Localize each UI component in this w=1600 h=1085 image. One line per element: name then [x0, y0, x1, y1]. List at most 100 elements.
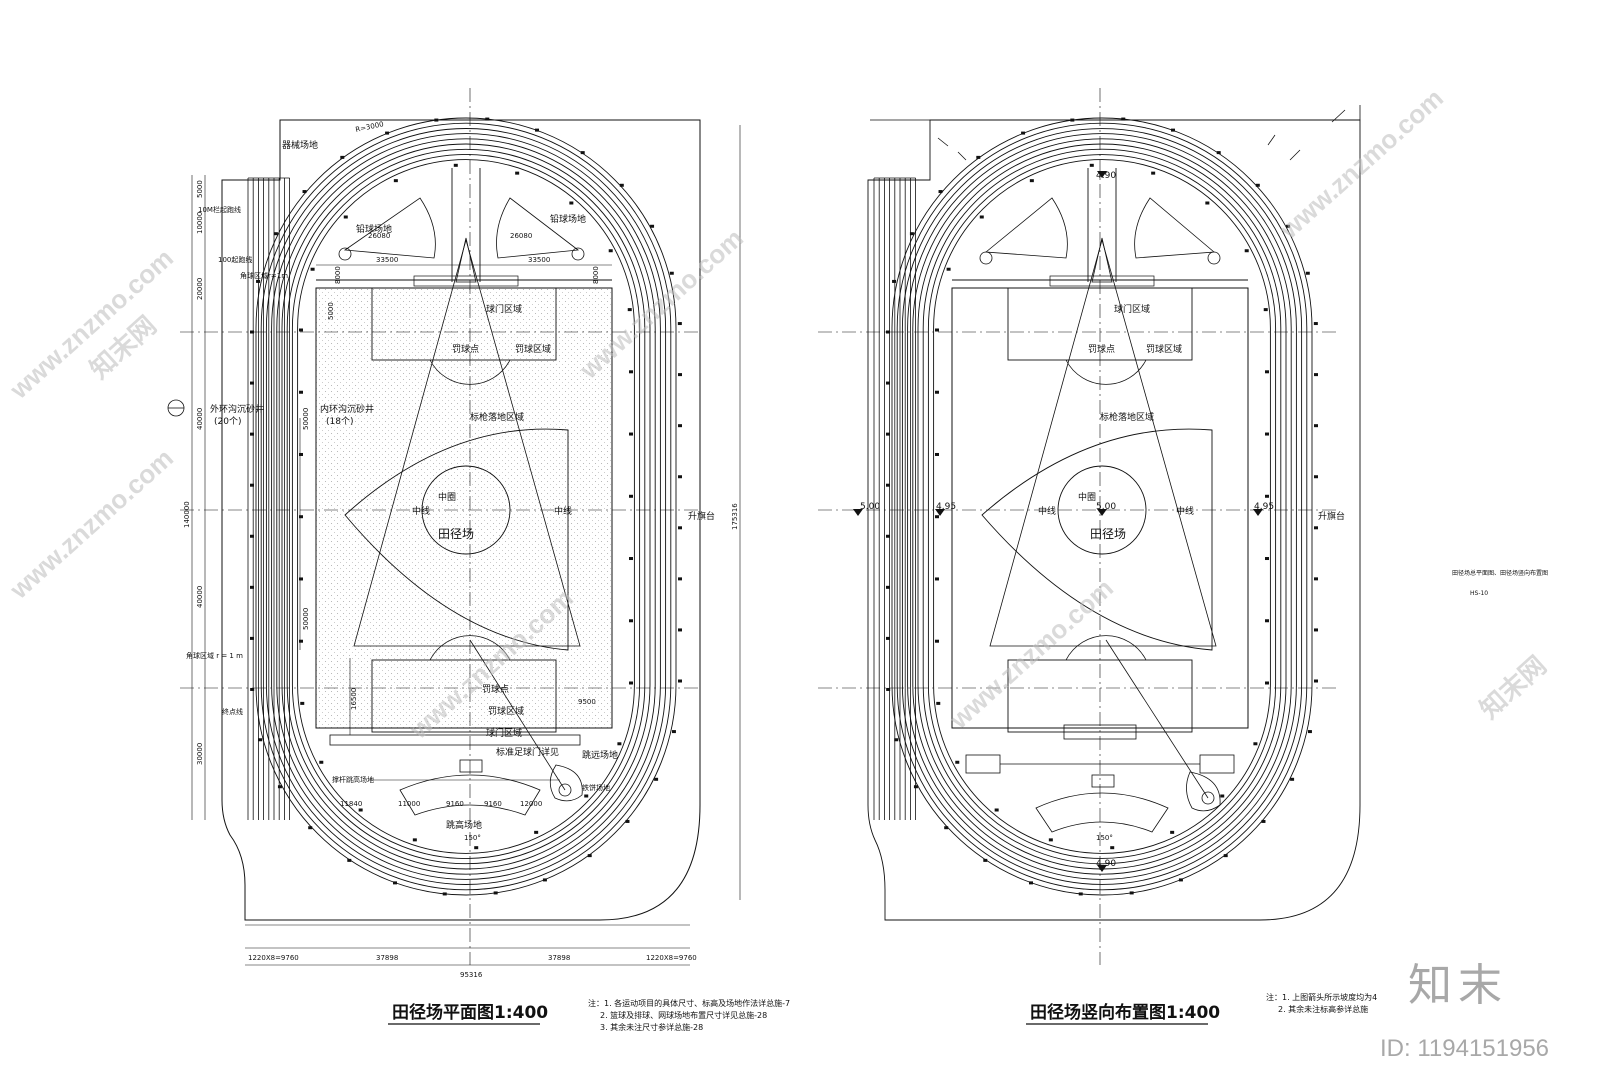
drain-marker [678, 679, 682, 683]
dim-37898-left: 37898 [376, 954, 398, 962]
drain-marker [1170, 128, 1175, 132]
drain-markers [250, 117, 682, 896]
elevation-right-inner: 4.95 [1254, 502, 1274, 512]
drain-marker [1029, 179, 1034, 183]
dim-11840: 11840 [340, 800, 362, 808]
drain-marker [1261, 819, 1266, 823]
drain-marker [1286, 224, 1291, 228]
drain-marker [542, 878, 547, 882]
drain-marker [886, 381, 890, 385]
drain-marker [886, 483, 890, 487]
axis-lines [180, 88, 700, 965]
label-penalty-point-bottom: 罚球点 [482, 683, 509, 695]
drain-marker [1253, 742, 1258, 746]
drain-marker [299, 452, 303, 456]
drain-marker [1205, 201, 1210, 205]
drain-marker [299, 390, 303, 394]
drain-marker [1314, 424, 1318, 428]
label-shotput-left: 铅球场地 [356, 223, 392, 235]
label-angle-r: 150° [1096, 834, 1113, 842]
shotput-sector-left [343, 197, 436, 259]
drain-marker [393, 179, 398, 183]
drain-marker [619, 183, 624, 187]
drain-marker [273, 232, 278, 236]
drain-marker [434, 118, 439, 122]
drain-marker [1314, 475, 1318, 479]
elevation-center: 5.00 [1096, 502, 1116, 512]
drain-marker [654, 777, 659, 781]
left-note-1: 注：1. 各运动项目的具体尺寸、标高及场地作法详总施-7 [588, 998, 790, 1008]
label-penalty-point-top: 罚球点 [452, 343, 479, 355]
label-center-circle-r: 中圈 [1078, 491, 1096, 503]
left-plan-title: 田径场平面图1:400 [392, 1002, 548, 1023]
drain-marker [979, 215, 984, 219]
drain-marker [1265, 370, 1269, 374]
drain-marker [515, 171, 520, 175]
drain-marker [678, 475, 682, 479]
drain-marker [886, 636, 890, 640]
drain-marker [678, 628, 682, 632]
drain-marker [935, 577, 939, 581]
label-flagpole-r: 升旗台 [1318, 510, 1345, 522]
drain-marker [310, 267, 315, 271]
label-goal-area-bottom: 球门区域 [486, 727, 522, 739]
drain-marker [1078, 892, 1083, 896]
label-penalty-point-top-r: 罚球点 [1088, 343, 1115, 355]
label-center-line-right: 中线 [554, 505, 572, 517]
drain-marker [629, 557, 633, 561]
drain-marker [935, 328, 939, 332]
dim-30000: 30000 [196, 743, 204, 765]
watermark-8: 知末网 [1474, 650, 1552, 724]
watermark-7: www.znzmo.com [1273, 83, 1449, 245]
label-field-r: 田径场 [1090, 527, 1126, 541]
drain-marker [493, 891, 498, 895]
drain-marker [442, 892, 447, 896]
drain-marker [935, 639, 939, 643]
drain-marker [299, 515, 303, 519]
track-elevation-drawing [818, 88, 1361, 965]
drain-marker [340, 155, 345, 159]
lane-line [912, 138, 1292, 875]
dim-12000: 12000 [520, 800, 542, 808]
high-jump-area [399, 774, 541, 816]
dim-5000-top: 5000 [196, 180, 204, 198]
dim-8000-left: 8000 [334, 266, 342, 284]
drain-marker [1305, 271, 1310, 275]
drain-marker [1121, 117, 1126, 121]
drain-marker [1314, 526, 1318, 530]
label-pole-vault: 撑杆跳高场地 [332, 775, 374, 784]
drain-marker [886, 330, 890, 334]
right-note-2: 2. 其余未注标高参详总施 [1278, 1004, 1368, 1014]
dim-37898-right: 37898 [548, 954, 570, 962]
drain-marker [1314, 373, 1318, 377]
label-discus: 铁饼场地 [582, 783, 610, 792]
drain-marker [627, 308, 632, 312]
drain-marker [587, 854, 592, 858]
drain-marker [886, 432, 890, 436]
lane-line [901, 127, 1303, 886]
drain-marker [678, 424, 682, 428]
dim-26080-right: 26080 [510, 232, 532, 240]
drain-marker [1265, 681, 1269, 685]
drain-marker [976, 155, 981, 159]
elevation-markers [853, 171, 1263, 872]
watermark-4: www.znzmo.com [3, 443, 179, 605]
drain-marker [1089, 163, 1094, 167]
drain-marker [250, 687, 255, 691]
drain-marker [669, 271, 674, 275]
label-goal-detail: 标准足球门详见 [496, 746, 559, 758]
label-center-circle: 中圈 [438, 491, 456, 503]
drain-marker [277, 785, 282, 789]
lane-line [260, 122, 672, 891]
drain-markers [886, 117, 1318, 896]
drain-marker [1151, 171, 1156, 175]
drain-marker [617, 742, 622, 746]
center-circle [421, 465, 511, 555]
dim-1220x8-right: 1220X8=9760 [646, 954, 697, 962]
label-high-jump: 跳高场地 [446, 819, 482, 831]
lane-line [271, 133, 661, 880]
drain-marker [1313, 322, 1318, 326]
label-start-100: 100起跑线 [218, 255, 252, 264]
drain-marker [886, 687, 891, 691]
drain-marker [250, 432, 254, 436]
